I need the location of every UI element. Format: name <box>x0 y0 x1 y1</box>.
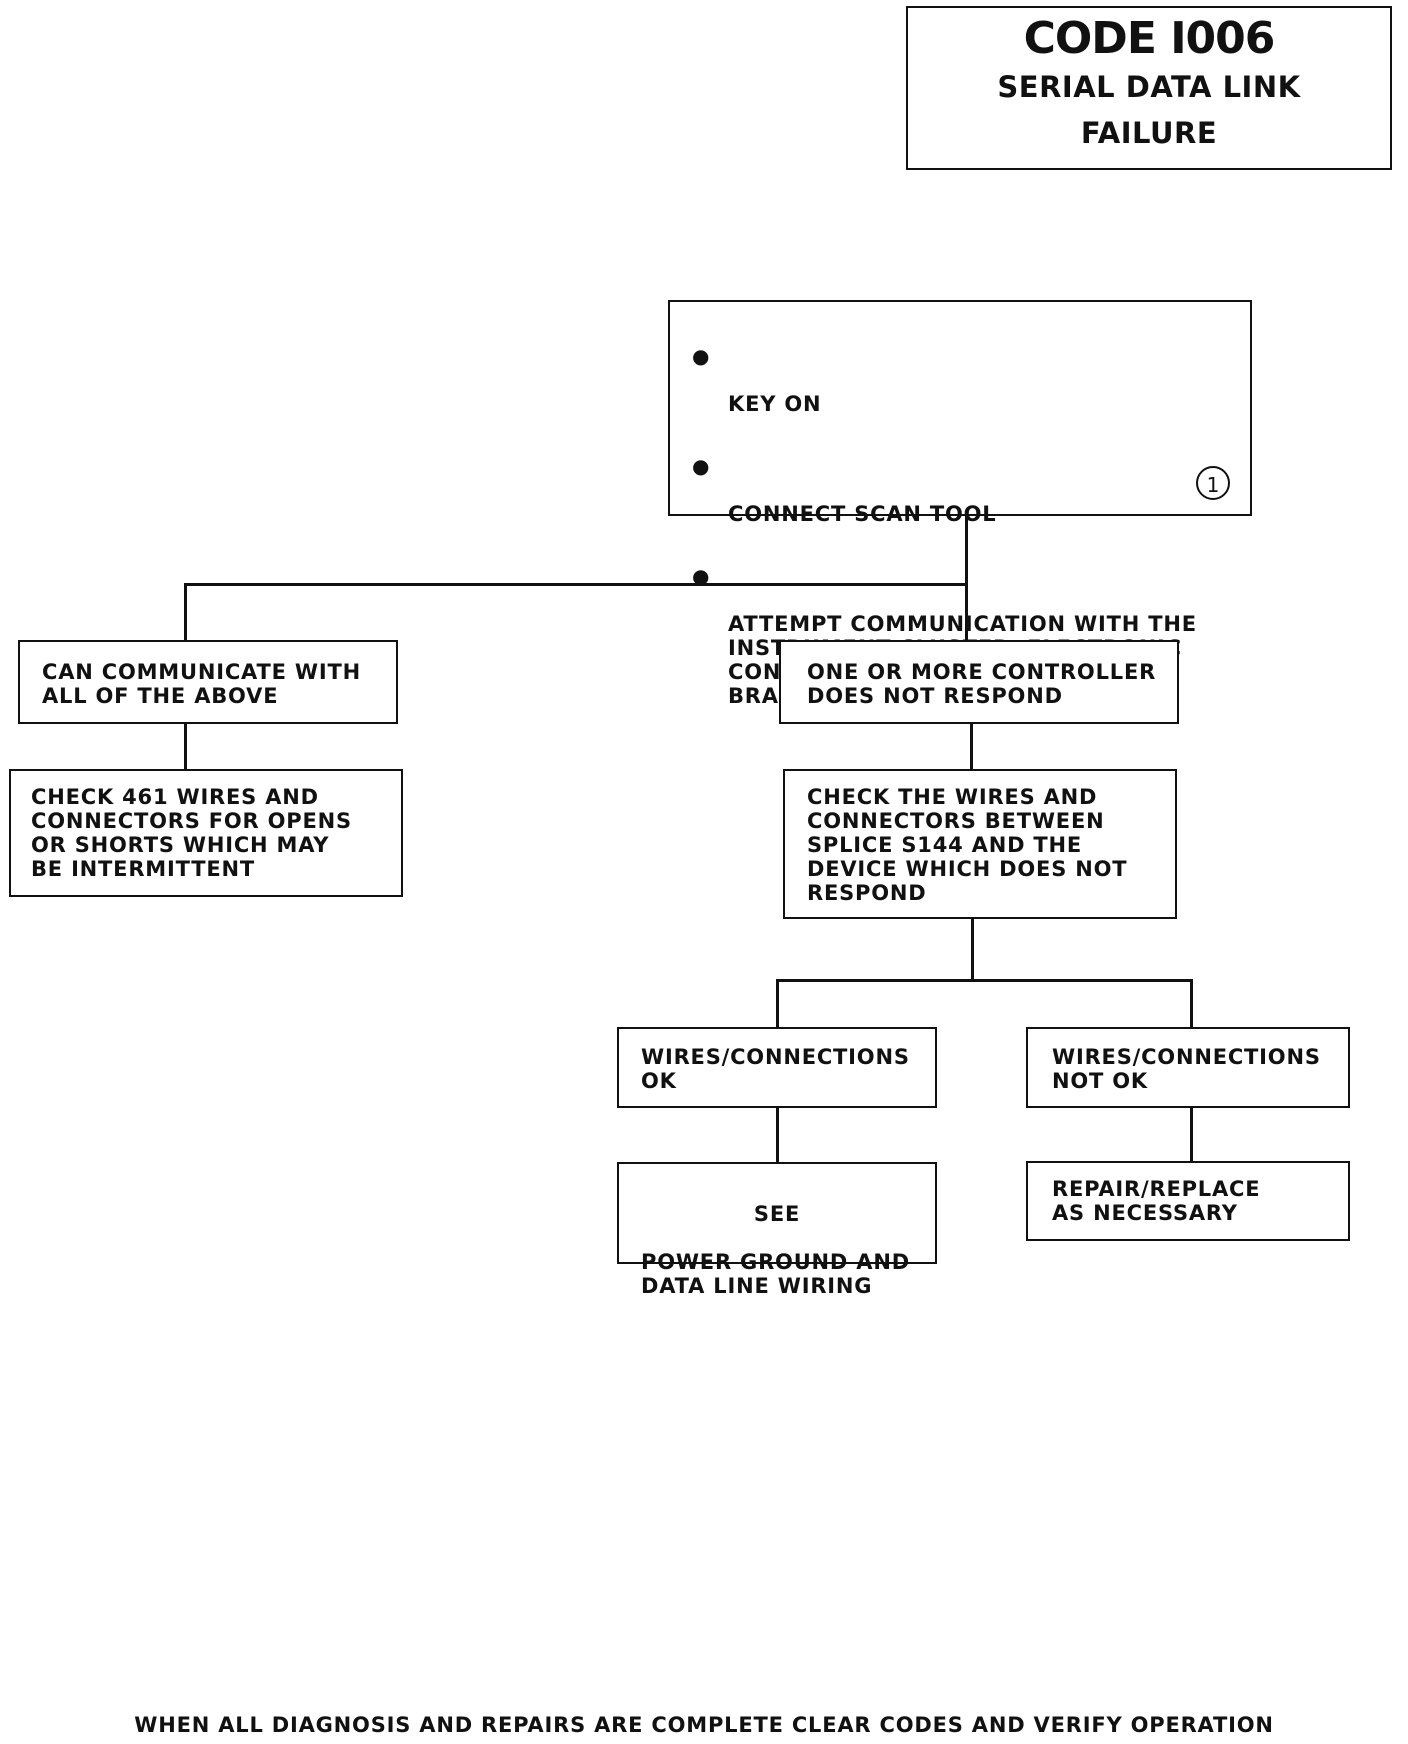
connector-line <box>776 979 779 1028</box>
connector-line <box>184 724 187 770</box>
wires-ok-box: WIRES/CONNECTIONS OK <box>617 1027 937 1108</box>
check-splice-box: CHECK THE WIRES AND CONNECTORS BETWEEN S… <box>783 769 1177 919</box>
no-response-text: ONE OR MORE CONTROLLER DOES NOT RESPOND <box>807 660 1157 708</box>
title-box: CODE I006 SERIAL DATA LINK FAILURE <box>906 6 1392 170</box>
step-item: ● CONNECT SCAN TOOL <box>670 454 1250 526</box>
step-text: CONNECT SCAN TOOL <box>728 502 997 526</box>
connector-line <box>965 516 968 586</box>
wires-not-ok-text: WIRES/CONNECTIONS NOT OK <box>1052 1045 1321 1093</box>
no-response-box: ONE OR MORE CONTROLLER DOES NOT RESPOND <box>779 640 1179 724</box>
code-title: CODE I006 <box>1023 13 1276 64</box>
connector-line <box>965 583 968 641</box>
note-number-circle: 1 <box>1196 466 1230 500</box>
repair-replace-box: REPAIR/REPLACE AS NECESSARY <box>1026 1161 1350 1241</box>
wires-ok-text: WIRES/CONNECTIONS OK <box>641 1045 910 1093</box>
see-wiring-text: SEE POWER GROUND AND DATA LINE WIRING <box>619 1164 935 1322</box>
connector-line <box>776 1108 779 1163</box>
title-line-2: FAILURE <box>1080 116 1218 150</box>
see-wiring-box: SEE POWER GROUND AND DATA LINE WIRING <box>617 1162 937 1298</box>
connector-line <box>971 919 974 981</box>
check-splice-text: CHECK THE WIRES AND CONNECTORS BETWEEN S… <box>807 785 1128 905</box>
connector-line <box>184 583 187 641</box>
see-label: SEE <box>753 1202 801 1226</box>
connector-line <box>1190 1108 1193 1162</box>
title-line-1: SERIAL DATA LINK <box>997 70 1301 104</box>
connector-line <box>970 724 973 770</box>
connector-line <box>1190 979 1193 1028</box>
connector-line <box>184 583 968 586</box>
start-box: ● KEY ON ● CONNECT SCAN TOOL ● ATTEMPT C… <box>668 300 1252 708</box>
wires-not-ok-box: WIRES/CONNECTIONS NOT OK <box>1026 1027 1350 1108</box>
step-text: KEY ON <box>728 392 822 416</box>
bullet-icon: ● <box>692 454 711 478</box>
check-461-text: CHECK 461 WIRES AND CONNECTORS FOR OPENS… <box>31 785 352 881</box>
footer-note: WHEN ALL DIAGNOSIS AND REPAIRS ARE COMPL… <box>134 1713 1274 1737</box>
step-item: ● KEY ON <box>670 344 1250 416</box>
check-461-box: CHECK 461 WIRES AND CONNECTORS FOR OPENS… <box>9 769 403 897</box>
see-target: POWER GROUND AND DATA LINE WIRING <box>641 1250 910 1298</box>
repair-replace-text: REPAIR/REPLACE AS NECESSARY <box>1052 1177 1261 1225</box>
bullet-icon: ● <box>692 344 711 368</box>
can-communicate-box: CAN COMMUNICATE WITH ALL OF THE ABOVE <box>18 640 398 724</box>
can-communicate-text: CAN COMMUNICATE WITH ALL OF THE ABOVE <box>42 660 361 708</box>
bullet-icon: ● <box>692 564 711 588</box>
connector-line <box>776 979 1193 982</box>
